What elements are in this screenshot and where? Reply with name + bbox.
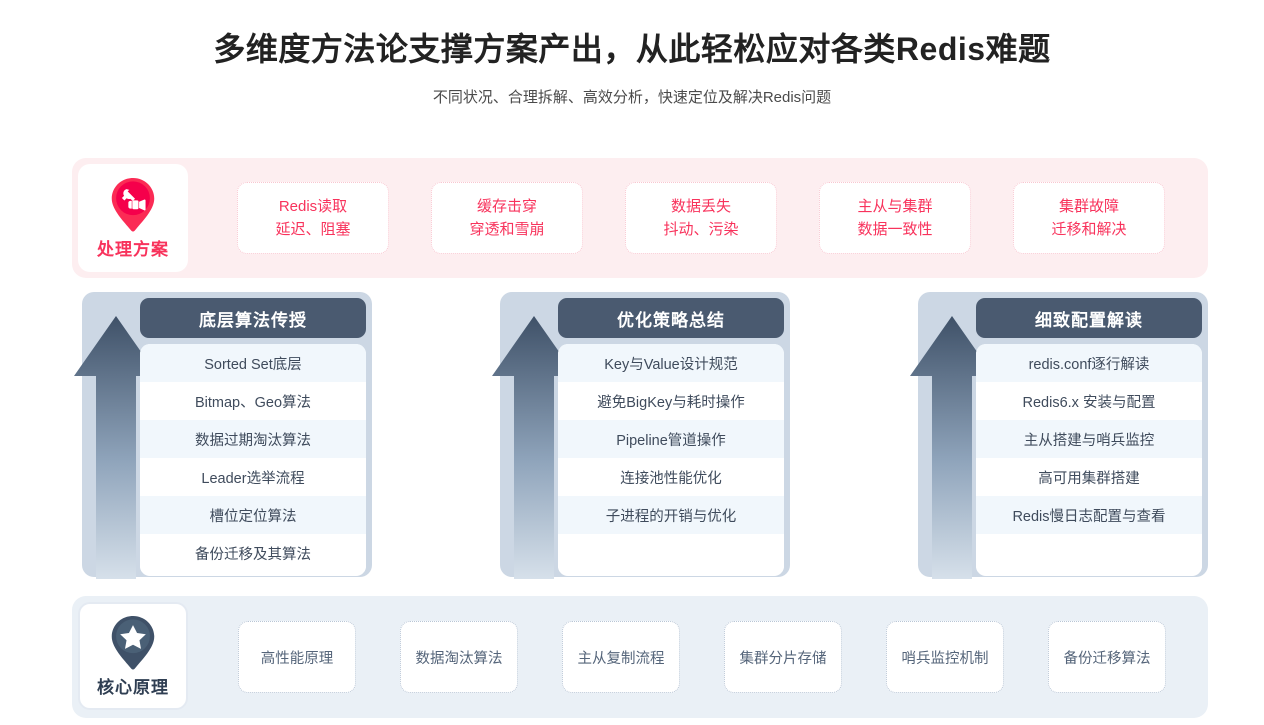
solution-card-line1: 数据丢失 xyxy=(670,197,731,215)
pillar-item[interactable]: Sorted Set底层 xyxy=(140,344,366,382)
principles-badge: 核心原理 xyxy=(78,602,188,710)
pillar-item[interactable]: 主从搭建与哨兵监控 xyxy=(976,420,1202,458)
pillar-item[interactable]: 备份迁移及其算法 xyxy=(140,534,366,572)
principles-badge-label: 核心原理 xyxy=(97,677,169,697)
solutions-band: 处理方案 Redis读取 延迟、阻塞 缓存击穿 穿透和雪崩 数据丢失 抖动、污染… xyxy=(72,158,1208,278)
principle-card[interactable]: 集群分片存储 xyxy=(724,621,842,693)
pillar-item[interactable]: Redis慢日志配置与查看 xyxy=(976,496,1202,534)
solution-card[interactable]: 集群故障 迁移和解决 xyxy=(1013,182,1165,254)
principle-card[interactable]: 哨兵监控机制 xyxy=(886,621,1004,693)
pillar-item-empty xyxy=(976,534,1202,572)
pillar-item[interactable]: 高可用集群搭建 xyxy=(976,458,1202,496)
pillar-header: 细致配置解读 xyxy=(976,298,1202,338)
solutions-badge-label: 处理方案 xyxy=(97,239,169,259)
pillar-item[interactable]: 槽位定位算法 xyxy=(140,496,366,534)
page-subtitle: 不同状况、合理拆解、高效分析，快速定位及解决Redis问题 xyxy=(432,89,832,107)
solutions-badge: 处理方案 xyxy=(78,164,188,272)
solution-card[interactable]: 缓存击穿 穿透和雪崩 xyxy=(431,182,583,254)
pillar-body: 底层算法传授 Sorted Set底层 Bitmap、Geo算法 数据过期淘汰算… xyxy=(140,298,366,576)
page-title: 多维度方法论支撑方案产出，从此轻松应对各类Redis难题 xyxy=(213,31,1051,67)
solution-card-line2: 数据一致性 xyxy=(857,221,933,238)
up-arrow-icon xyxy=(72,298,160,583)
solution-card-line2: 抖动、污染 xyxy=(663,221,739,238)
principle-cards: 高性能原理 数据淘汰算法 主从复制流程 集群分片存储 哨兵监控机制 备份迁移算法 xyxy=(204,596,1200,718)
pillar-item[interactable]: Leader选举流程 xyxy=(140,458,366,496)
pillar-item[interactable]: Key与Value设计规范 xyxy=(558,344,784,382)
pillar-item[interactable]: Bitmap、Geo算法 xyxy=(140,382,366,420)
solution-card[interactable]: Redis读取 延迟、阻塞 xyxy=(237,182,389,254)
pillar-header: 底层算法传授 xyxy=(140,298,366,338)
pillar-item[interactable]: 子进程的开销与优化 xyxy=(558,496,784,534)
star-pin-icon xyxy=(109,615,157,671)
pillar-list: redis.conf逐行解读 Redis6.x 安装与配置 主从搭建与哨兵监控 … xyxy=(976,344,1202,576)
principle-card[interactable]: 主从复制流程 xyxy=(562,621,680,693)
pillar-item[interactable]: Redis6.x 安装与配置 xyxy=(976,382,1202,420)
pillar-body: 细致配置解读 redis.conf逐行解读 Redis6.x 安装与配置 主从搭… xyxy=(976,298,1202,576)
solution-card-line1: Redis读取 xyxy=(278,197,348,215)
pillar-list: Sorted Set底层 Bitmap、Geo算法 数据过期淘汰算法 Leade… xyxy=(140,344,366,576)
solution-card-line1: 集群故障 xyxy=(1058,197,1119,215)
pillar-item[interactable]: 数据过期淘汰算法 xyxy=(140,420,366,458)
up-arrow-icon xyxy=(908,298,996,583)
pillar-item[interactable]: redis.conf逐行解读 xyxy=(976,344,1202,382)
pillar-item[interactable]: 连接池性能优化 xyxy=(558,458,784,496)
page-header: 多维度方法论支撑方案产出，从此轻松应对各类Redis难题 不同状况、合理拆解、高… xyxy=(0,0,1264,107)
solution-cards: Redis读取 延迟、阻塞 缓存击穿 穿透和雪崩 数据丢失 抖动、污染 主从与集… xyxy=(202,158,1200,278)
pillar-list: Key与Value设计规范 避免BigKey与耗时操作 Pipeline管道操作… xyxy=(558,344,784,576)
pillar-item-empty xyxy=(558,534,784,572)
pillar-header: 优化策略总结 xyxy=(558,298,784,338)
pillar-column: 底层算法传授 Sorted Set底层 Bitmap、Geo算法 数据过期淘汰算… xyxy=(72,292,372,584)
solution-card-line2: 穿透和雪崩 xyxy=(469,221,545,238)
principle-card[interactable]: 高性能原理 xyxy=(238,621,356,693)
pillar-column: 优化策略总结 Key与Value设计规范 避免BigKey与耗时操作 Pipel… xyxy=(490,292,790,584)
hand-wrench-pin-icon xyxy=(109,177,157,233)
pillar-item[interactable]: 避免BigKey与耗时操作 xyxy=(558,382,784,420)
solution-card-line2: 迁移和解决 xyxy=(1051,221,1127,238)
pillar-item[interactable]: Pipeline管道操作 xyxy=(558,420,784,458)
solution-card-line1: 主从与集群 xyxy=(857,197,933,215)
solution-card-line1: 缓存击穿 xyxy=(476,197,537,215)
principle-card[interactable]: 数据淘汰算法 xyxy=(400,621,518,693)
up-arrow-icon xyxy=(490,298,578,583)
pillar-body: 优化策略总结 Key与Value设计规范 避免BigKey与耗时操作 Pipel… xyxy=(558,298,784,576)
principle-card[interactable]: 备份迁移算法 xyxy=(1048,621,1166,693)
solution-card[interactable]: 数据丢失 抖动、污染 xyxy=(625,182,777,254)
pillars-section: 底层算法传授 Sorted Set底层 Bitmap、Geo算法 数据过期淘汰算… xyxy=(72,292,1208,584)
solution-card[interactable]: 主从与集群 数据一致性 xyxy=(819,182,971,254)
solution-card-line2: 延迟、阻塞 xyxy=(275,221,351,238)
pillar-column: 细致配置解读 redis.conf逐行解读 Redis6.x 安装与配置 主从搭… xyxy=(908,292,1208,584)
principles-band: 核心原理 高性能原理 数据淘汰算法 主从复制流程 集群分片存储 哨兵监控机制 备… xyxy=(72,596,1208,718)
